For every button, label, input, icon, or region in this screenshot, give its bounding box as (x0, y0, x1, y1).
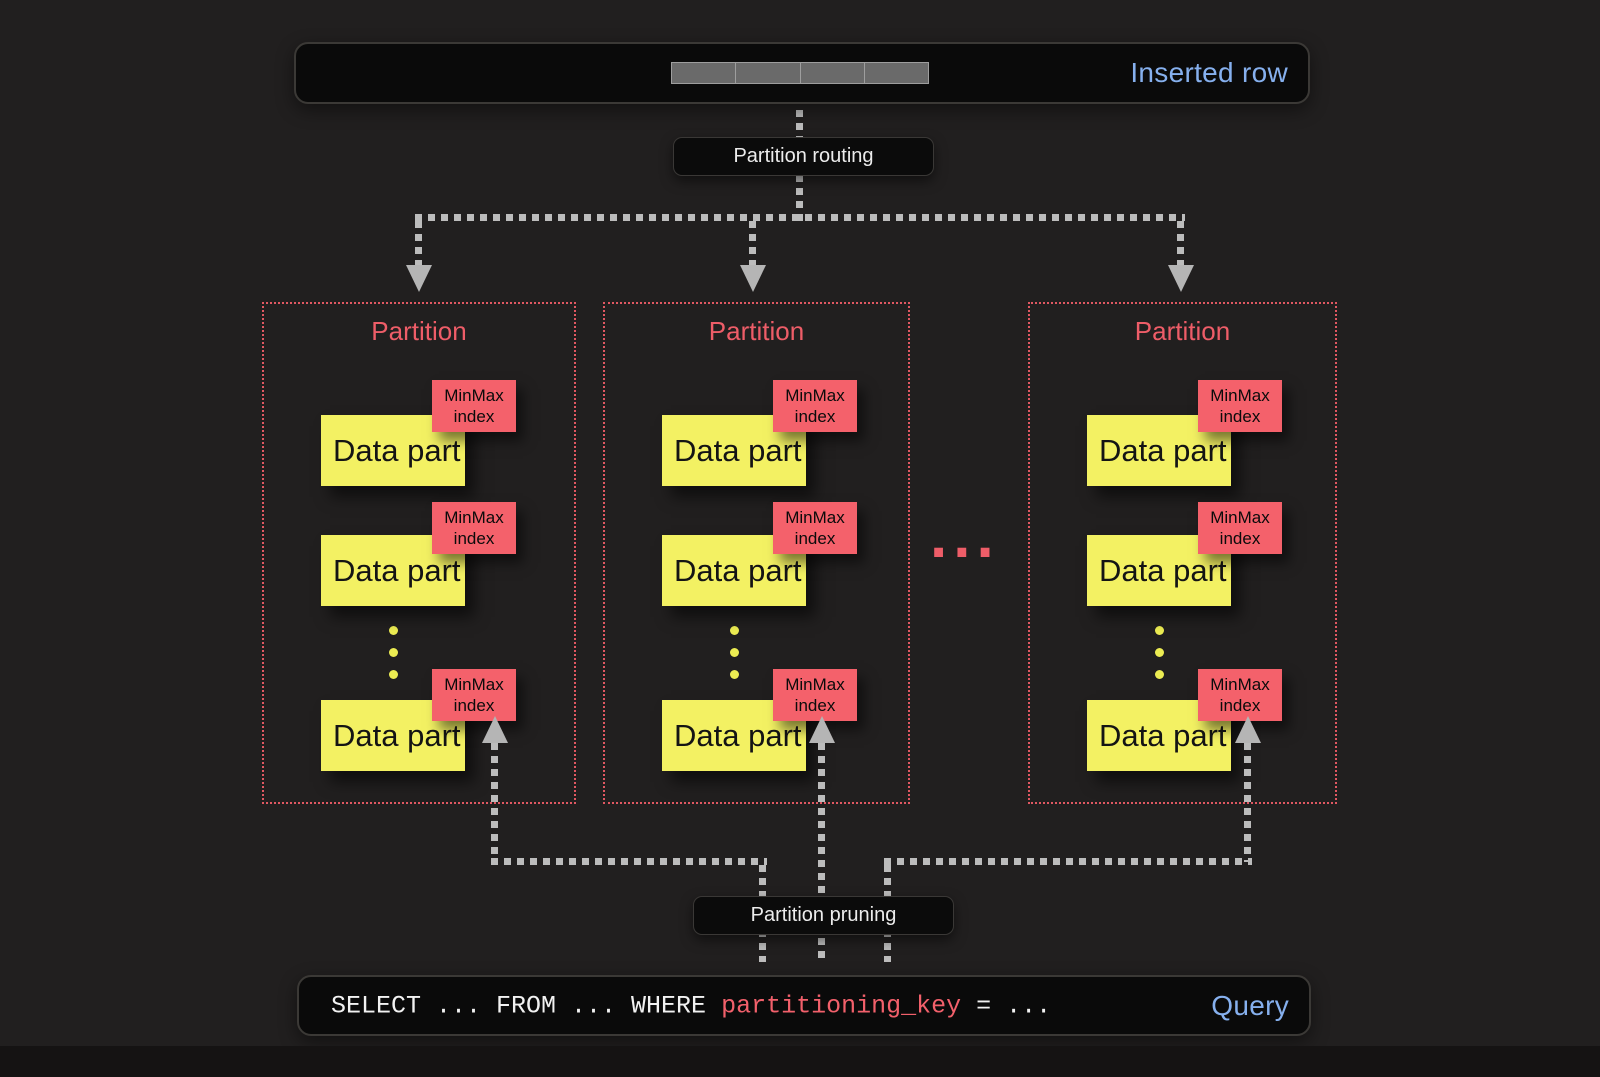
footer-band (0, 1046, 1600, 1077)
arrow-down-icon (406, 265, 432, 292)
inserted-row-cells (671, 62, 929, 84)
partition-title: Partition (371, 316, 467, 346)
connector-line (818, 743, 825, 962)
connector-line (415, 214, 1185, 221)
query-panel: SELECT ... FROM ... WHERE partitioning_k… (297, 975, 1311, 1036)
partition-title: Partition (1134, 316, 1231, 346)
data-part-box: Data part (321, 700, 465, 771)
partitioning-key-token: partitioning_key (721, 991, 962, 1020)
arrow-up-icon (1235, 716, 1261, 743)
arrow-down-icon (1168, 265, 1194, 292)
sql-text: SELECT ... FROM ... WHERE partitioning_k… (331, 991, 1052, 1020)
partitions-ellipsis: ... (930, 502, 1000, 571)
connector-line (884, 858, 1252, 865)
row-cell (735, 62, 801, 84)
query-label: Query (1211, 989, 1289, 1021)
vertical-dots (1155, 626, 1164, 679)
vertical-dots (730, 626, 739, 679)
inserted-row-label: Inserted row (1130, 57, 1288, 88)
connector-line (1244, 743, 1251, 862)
connector-line (491, 743, 498, 862)
arrow-up-icon (482, 716, 508, 743)
connector-line (1177, 221, 1184, 266)
arrow-up-icon (809, 716, 835, 743)
row-cell (863, 62, 929, 84)
partition-title: Partition (708, 316, 805, 346)
connector-line (749, 221, 756, 266)
connector-line (491, 858, 767, 865)
row-cell (799, 62, 865, 84)
connector-line (415, 221, 422, 266)
partition-routing-label: Partition routing (673, 137, 934, 176)
data-part-box: Data part (1087, 415, 1231, 486)
partition-pruning-label: Partition pruning (693, 896, 954, 935)
arrow-down-icon (740, 265, 766, 292)
vertical-dots (389, 626, 398, 679)
inserted-row-panel: Inserted row (294, 42, 1310, 104)
row-cell (671, 62, 737, 84)
